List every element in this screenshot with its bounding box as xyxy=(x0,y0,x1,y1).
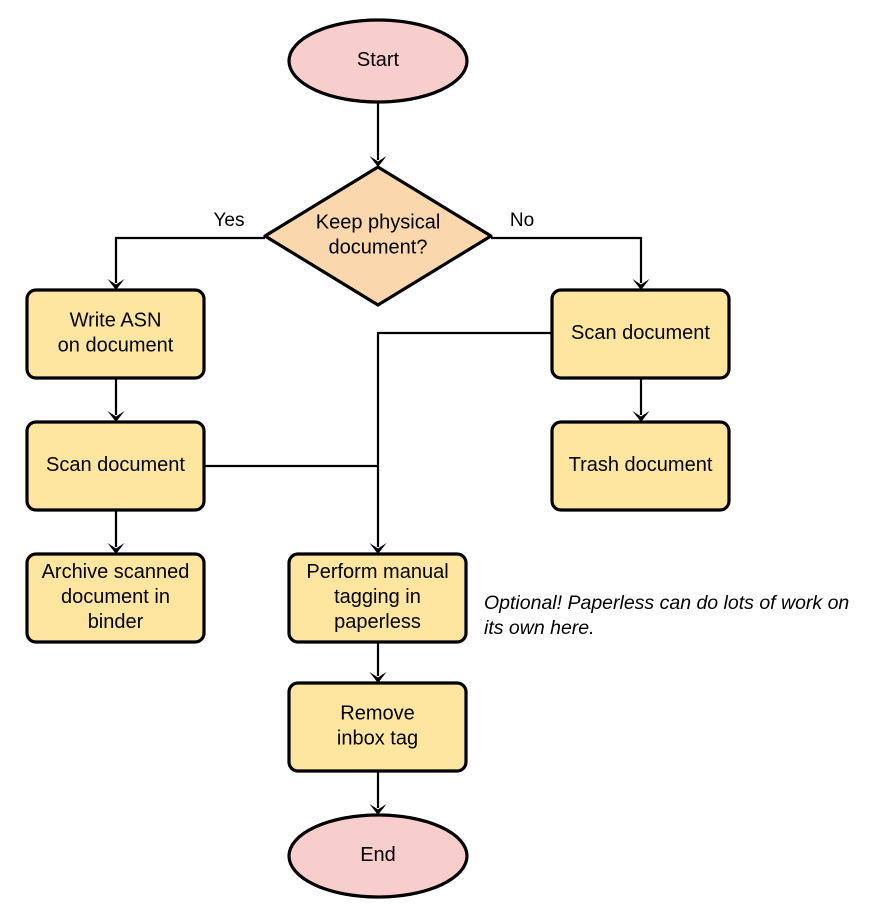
edge-decision-keep-physical-to-write-asn: Yes xyxy=(107,210,265,290)
edge-scan-document-right-to-trash-document xyxy=(632,378,650,422)
node-shape-process[interactable] xyxy=(25,288,206,380)
node-label: Scan document xyxy=(46,454,185,476)
note-optional-paperless: Optional! Paperless can do lots of work … xyxy=(484,592,849,639)
edges-layer: Yes No xyxy=(107,102,650,815)
node-shape-process[interactable] xyxy=(550,288,731,380)
node-trash-document[interactable]: Trash document xyxy=(550,420,731,512)
arrowhead-icon xyxy=(107,279,125,290)
node-shape-process[interactable] xyxy=(550,420,731,512)
node-end[interactable]: End xyxy=(287,813,469,899)
arrowhead-icon xyxy=(107,411,125,422)
arrowhead-icon xyxy=(369,156,387,167)
edge-write-asn-to-scan-document-left xyxy=(107,378,125,422)
annotations-layer: Optional! Paperless can do lots of work … xyxy=(484,592,849,639)
node-shape-process[interactable] xyxy=(25,552,206,644)
node-label: Trash document xyxy=(569,454,713,476)
node-shape-process[interactable] xyxy=(287,681,468,773)
arrowhead-icon xyxy=(369,804,387,815)
node-shape-process[interactable] xyxy=(25,420,206,512)
node-scan-document-left[interactable]: Scan document xyxy=(25,420,206,512)
arrowhead-icon xyxy=(369,672,387,683)
edge-line xyxy=(491,236,643,283)
arrowhead-icon xyxy=(369,543,387,554)
arrowhead-icon xyxy=(632,279,650,290)
edge-line xyxy=(376,331,552,547)
edge-scan-document-right-to-perform-manual-tagging xyxy=(369,331,552,554)
node-shape-decision[interactable] xyxy=(263,165,493,307)
node-start[interactable]: Start xyxy=(287,18,469,104)
edge-perform-manual-tagging-to-remove-inbox-tag xyxy=(369,642,387,683)
node-shape-process[interactable] xyxy=(287,552,468,644)
node-scan-document-right[interactable]: Scan document xyxy=(550,288,731,380)
edge-line xyxy=(114,236,265,283)
node-label: Start xyxy=(357,49,400,71)
edge-remove-inbox-tag-to-end xyxy=(369,771,387,815)
node-shape-terminator[interactable] xyxy=(287,813,469,899)
node-label: End xyxy=(360,844,396,866)
node-shape-terminator[interactable] xyxy=(287,18,469,104)
arrowhead-icon xyxy=(107,543,125,554)
edge-label: No xyxy=(510,210,534,231)
edge-start-to-decision-keep-physical xyxy=(369,102,387,167)
node-label: Scan document xyxy=(571,322,710,344)
arrowhead-icon xyxy=(632,411,650,422)
edge-scan-document-left-to-archive-scanned xyxy=(107,510,125,554)
edge-decision-keep-physical-to-scan-document-right: No xyxy=(491,210,650,290)
edge-label: Yes xyxy=(214,210,245,231)
